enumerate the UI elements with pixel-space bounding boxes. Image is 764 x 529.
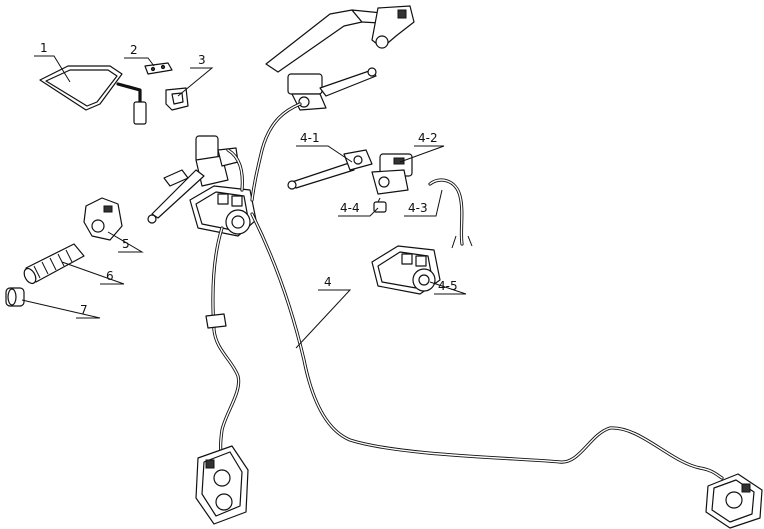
switch-bracket <box>165 87 189 111</box>
callout-3: 3 <box>198 53 206 67</box>
mounting-plate <box>144 62 173 75</box>
brake-lines <box>205 102 724 480</box>
callout-4-3: 4-3 <box>408 201 428 215</box>
callout-4-4: 4-4 <box>340 201 360 215</box>
rear-brake-caliper <box>705 473 763 529</box>
callout-4-2: 4-2 <box>418 131 438 145</box>
mirror <box>39 65 147 125</box>
brake-lever <box>287 149 373 190</box>
hose-fitting <box>428 178 473 249</box>
callout-labels: 1 2 3 4 4-1 4-2 4-3 4-4 4-5 5 6 7 <box>40 41 458 317</box>
callout-6: 6 <box>106 269 114 283</box>
callout-4: 4 <box>324 275 332 289</box>
abs-modulator-spare <box>371 245 441 295</box>
callout-2: 2 <box>130 43 138 57</box>
front-master-cylinder <box>287 67 377 111</box>
leader-lines <box>21 55 467 349</box>
callout-4-5: 4-5 <box>438 279 458 293</box>
abs-modulator <box>189 185 257 237</box>
callout-1: 1 <box>40 41 48 55</box>
callout-5: 5 <box>122 237 130 251</box>
front-brake-caliper <box>195 445 249 525</box>
master-cylinder-assembly <box>371 153 413 195</box>
handlebar-grip <box>23 243 85 285</box>
right-handlebar <box>265 5 415 73</box>
bar-end-weight <box>5 287 25 307</box>
callout-4-1: 4-1 <box>300 131 320 145</box>
switch-housing <box>83 197 123 241</box>
callout-7: 7 <box>80 303 88 317</box>
